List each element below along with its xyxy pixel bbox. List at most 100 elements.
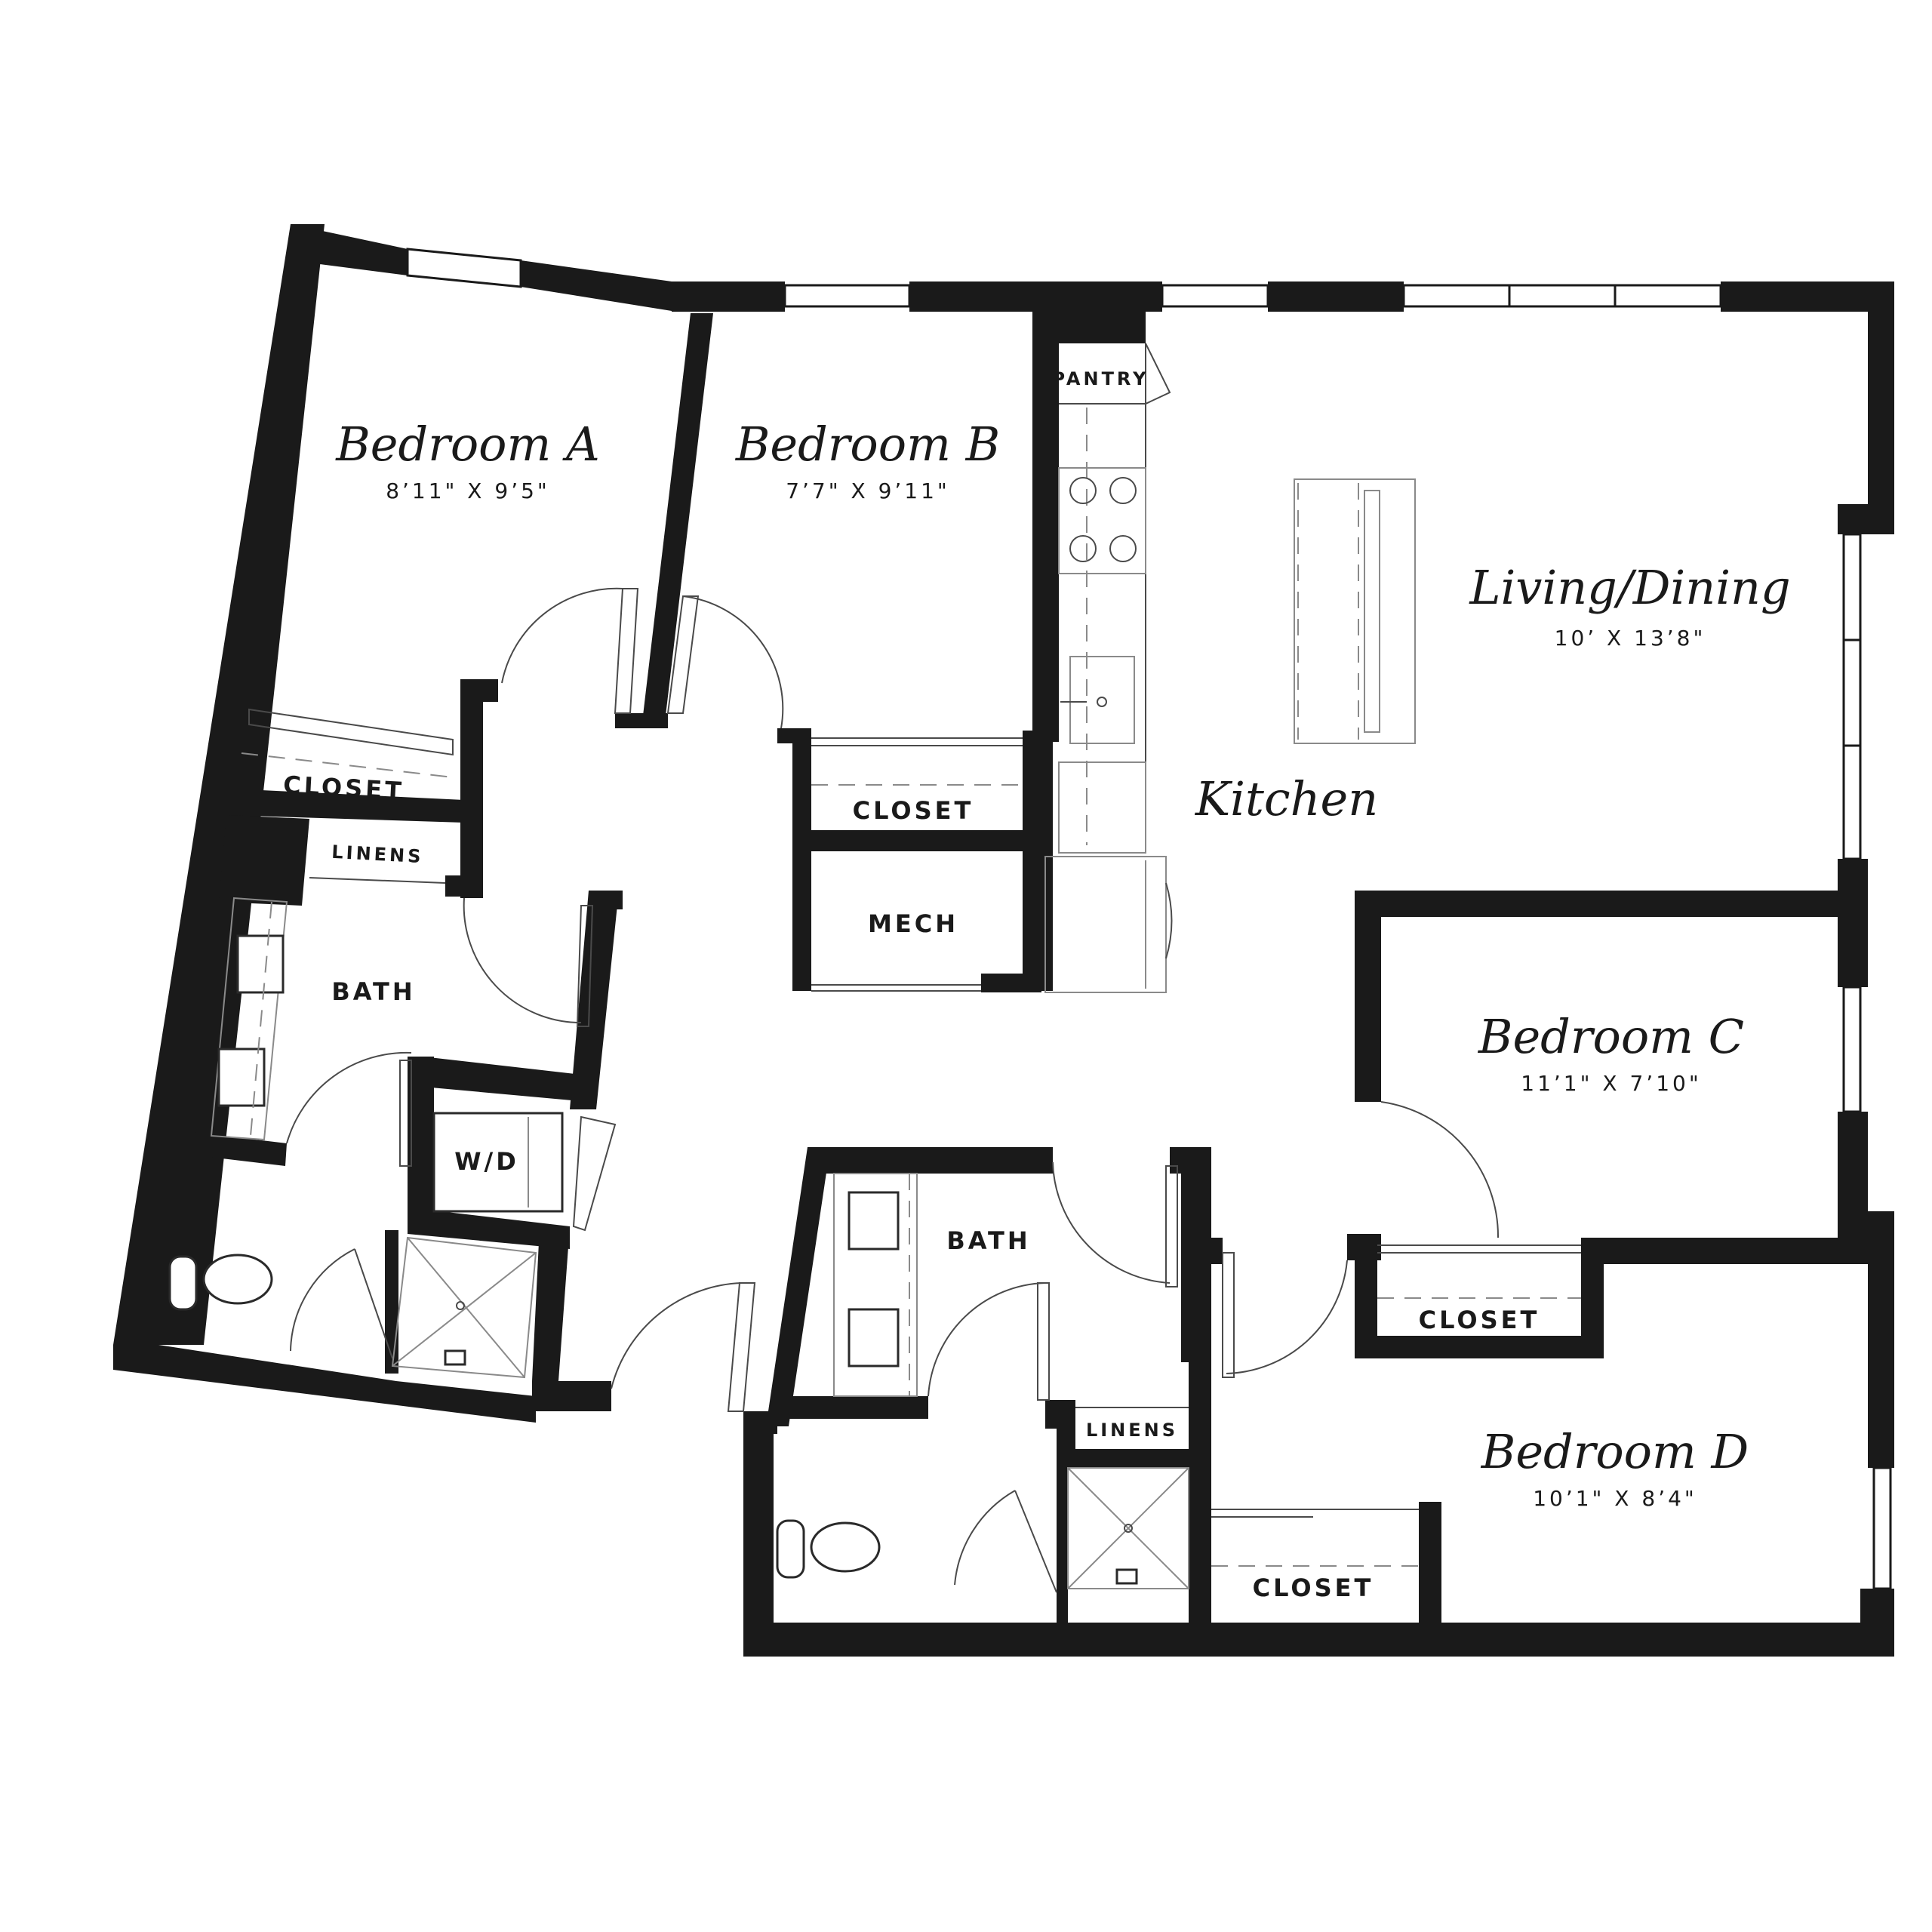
wall-bath1-vanity-bottom xyxy=(190,1132,287,1166)
shower-valve-icon xyxy=(444,1349,466,1366)
wall-north-bedroom-a-2 xyxy=(521,260,672,311)
window-living-east-1 xyxy=(1842,533,1862,641)
closet-d-label: CLOSET xyxy=(1253,1574,1374,1602)
wall-closetB-top-stub xyxy=(777,728,811,743)
wall-closetD-east xyxy=(1419,1502,1441,1630)
closet-details xyxy=(241,708,1581,1567)
door-bedroom-a xyxy=(614,588,639,714)
wall-bath2-west-lower xyxy=(743,1411,777,1434)
window-bedroom-c-east xyxy=(1842,986,1862,1113)
doors xyxy=(286,343,1500,1593)
closet-b-label: CLOSET xyxy=(853,796,974,825)
bedroom-a-name: Bedroom A xyxy=(335,417,600,472)
wall-bedC-west xyxy=(1355,891,1381,1102)
wall-north-4 xyxy=(1721,281,1894,312)
burner-icon xyxy=(1069,535,1097,562)
wall-bedC-bottom xyxy=(1581,1238,1868,1264)
wall-pantry-top xyxy=(1032,312,1146,343)
door-bath-1 xyxy=(576,905,594,1027)
door-shower-2-swing xyxy=(954,1490,1016,1586)
wall-bath2-west xyxy=(766,1147,830,1426)
labels: Bedroom A 8’11" X 9’5" Bedroom B 7’7" X … xyxy=(282,368,1790,1602)
living-dining-dims: 10’ X 13’8" xyxy=(1555,626,1706,651)
wall-bath1-east-top xyxy=(589,891,623,909)
window-kitchen xyxy=(1161,284,1269,308)
wall-closetC-west xyxy=(1355,1234,1377,1355)
window-bedroom-b xyxy=(783,284,911,308)
window-living-1 xyxy=(1402,284,1511,308)
door-bath-2 xyxy=(1165,1165,1178,1287)
wall-south-west-stub xyxy=(743,1411,774,1657)
wall-bath1-nw-block xyxy=(219,815,309,906)
wall-closetC-bottom xyxy=(1355,1336,1604,1358)
door-pantry xyxy=(1145,343,1171,405)
wall-bedA-bedB xyxy=(641,313,713,728)
wd-label: W/D xyxy=(454,1147,519,1176)
door-bedroom-a-swing xyxy=(501,587,623,684)
door-entry xyxy=(727,1282,756,1412)
sink-icon xyxy=(848,1308,900,1367)
bedroom-d-name: Bedroom D xyxy=(1481,1424,1749,1479)
wall-north-2 xyxy=(909,281,1162,312)
bedroom-a-dims: 8’11" X 9’5" xyxy=(386,478,550,503)
pantry-label: PANTRY xyxy=(1052,368,1149,389)
wall-south-bath-1 xyxy=(113,1345,536,1423)
wall-west-slanted xyxy=(113,224,325,1345)
burner-icon xyxy=(1109,477,1137,504)
door-bath-1-swing xyxy=(463,897,582,1024)
wall-shower1-east xyxy=(532,1226,570,1381)
linens-2-label: LINENS xyxy=(1086,1420,1178,1441)
refrigerator xyxy=(1044,856,1167,993)
bedroom-b-dims: 7’7" X 9’11" xyxy=(786,478,950,503)
closet-a-rod xyxy=(241,752,454,778)
wall-bedC-top xyxy=(1355,891,1868,917)
living-dining-name: Living/Dining xyxy=(1469,560,1790,615)
wall-bath1-east xyxy=(570,891,619,1109)
wall-bedA-stub xyxy=(615,713,668,728)
wall-east-3 xyxy=(1838,859,1868,987)
shower-valve-icon xyxy=(1115,1568,1138,1585)
toilet-icon xyxy=(202,1254,273,1305)
wall-closetA-east xyxy=(460,679,483,898)
shower-2 xyxy=(1067,1467,1189,1589)
wall-closetB-east xyxy=(1023,731,1053,991)
toilet-icon xyxy=(810,1521,881,1573)
bedroom-d-dims: 10’1" X 8’4" xyxy=(1533,1486,1697,1511)
wall-bath2-top xyxy=(811,1147,1053,1174)
mech-label: MECH xyxy=(868,909,958,938)
wall-east-6 xyxy=(1868,1211,1894,1468)
door-bedroom-c-swing xyxy=(1380,1101,1500,1238)
door-bath-2-swing xyxy=(1052,1161,1171,1284)
bedroom-b-name: Bedroom B xyxy=(735,417,1000,472)
closet-a-label: CLOSET xyxy=(282,771,405,805)
sink-icon xyxy=(236,934,285,994)
bath-1-label: BATH xyxy=(331,977,415,1006)
wall-closetA-bottom xyxy=(226,789,464,823)
interior-walls xyxy=(190,312,1868,1630)
door-wc-1-swing xyxy=(286,1051,412,1144)
door-wc-1 xyxy=(399,1060,412,1167)
wall-bath2-east-stub xyxy=(1204,1238,1223,1264)
window-living-east-2 xyxy=(1842,638,1862,747)
wall-closetB-west xyxy=(792,731,811,991)
exterior-walls xyxy=(113,224,1894,1657)
wall-linens2-bottom xyxy=(1057,1449,1200,1468)
vanity-2 xyxy=(833,1173,918,1397)
wall-south-bath-2 xyxy=(532,1381,611,1411)
sink-icon xyxy=(848,1191,900,1251)
wall-shower1-west xyxy=(385,1230,398,1374)
wall-bath2-east-lower xyxy=(1189,1147,1211,1630)
closet-a-door xyxy=(248,708,454,756)
linens-1-label: LINENS xyxy=(331,841,424,867)
wall-north-bedroom-a xyxy=(291,224,408,275)
window-bedroom-a xyxy=(406,248,522,288)
bath-fixtures xyxy=(168,897,1189,1589)
bedroom-c-dims: 11’1" X 7’10" xyxy=(1521,1071,1701,1096)
door-bedroom-d xyxy=(1222,1252,1235,1378)
closet-c-label: CLOSET xyxy=(1419,1306,1540,1334)
burner-icon xyxy=(1109,535,1137,562)
wall-linens-east-stub xyxy=(445,875,483,897)
wall-bedB-east xyxy=(1032,312,1059,742)
wall-closetA-east-top xyxy=(464,679,498,702)
